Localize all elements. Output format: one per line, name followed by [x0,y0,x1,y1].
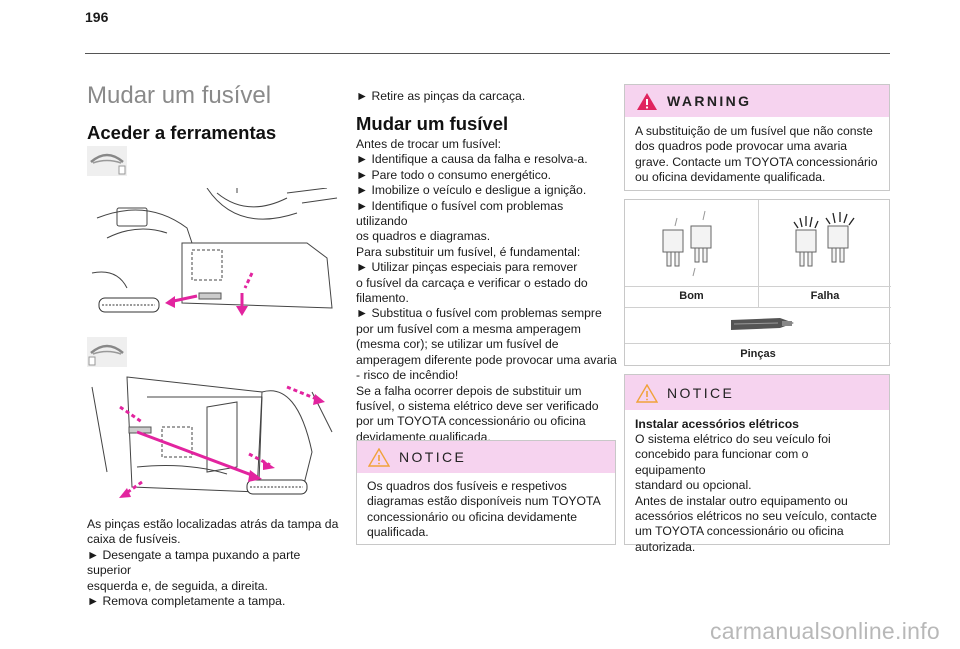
notice-box-accessories: NOTICE Instalar acessórios elétricos O s… [624,374,890,554]
access-tools-text: As pinças estão localizadas atrás da tam… [87,517,339,609]
warning-triangle-icon [637,93,657,110]
glovebox-illustration-rhd [91,376,333,498]
steering-wheel-lhd-icon [87,146,127,176]
fuse-condition-table: Bom Falha Pinças [624,199,891,366]
good-fuse-illustration [662,210,712,277]
notice-title: NOTICE [667,385,735,401]
change-fuse-heading: Mudar um fusível [356,113,509,134]
notice-title: NOTICE [399,449,467,465]
glovebox-illustration-lhd [91,188,338,316]
notice-box-fuse-tables: NOTICE Os quadros dos fusíveis e respeti… [356,440,616,545]
notice-box-header [357,441,615,473]
notice-text: Os quadros dos fusíveis e respetivos dia… [367,479,601,540]
notice-triangle-icon [636,384,658,403]
notice-box-header [625,375,889,410]
table-divider-vertical [758,200,759,308]
warning-box: WARNING A substituição de um fusível que… [624,84,890,191]
warning-title: WARNING [667,93,752,109]
notice-subtitle: Instalar acessórios elétricos [635,417,799,431]
tweezers-label: Pinças [740,348,776,360]
access-tools-heading: Aceder a ferramentas [87,122,277,143]
tweezers-illustration [731,318,794,330]
table-divider-h3 [625,343,891,344]
table-divider-h1 [625,286,891,287]
warning-box-header [625,85,889,117]
page-number: 196 [85,9,109,25]
remove-tweezers-bullet: ► Retire as pinças da carcaça. [356,89,526,103]
change-fuse-text: Antes de trocar um fusível: ► Identifiqu… [356,137,617,444]
warning-text: A substituição de um fusível que não con… [635,124,878,185]
watermark: carmanualsonline.info [709,618,940,644]
section-title: Mudar um fusível [87,82,272,109]
failed-fuse-illustration [793,212,855,267]
table-divider-h2 [625,307,891,308]
failed-fuse-label: Falha [810,290,840,302]
good-fuse-label: Bom [679,290,704,302]
notice-text: O sistema elétrico do seu veículo foi co… [635,432,877,554]
notice-triangle-icon [368,448,390,467]
header-divider [85,53,890,54]
steering-wheel-rhd-icon [87,337,127,367]
